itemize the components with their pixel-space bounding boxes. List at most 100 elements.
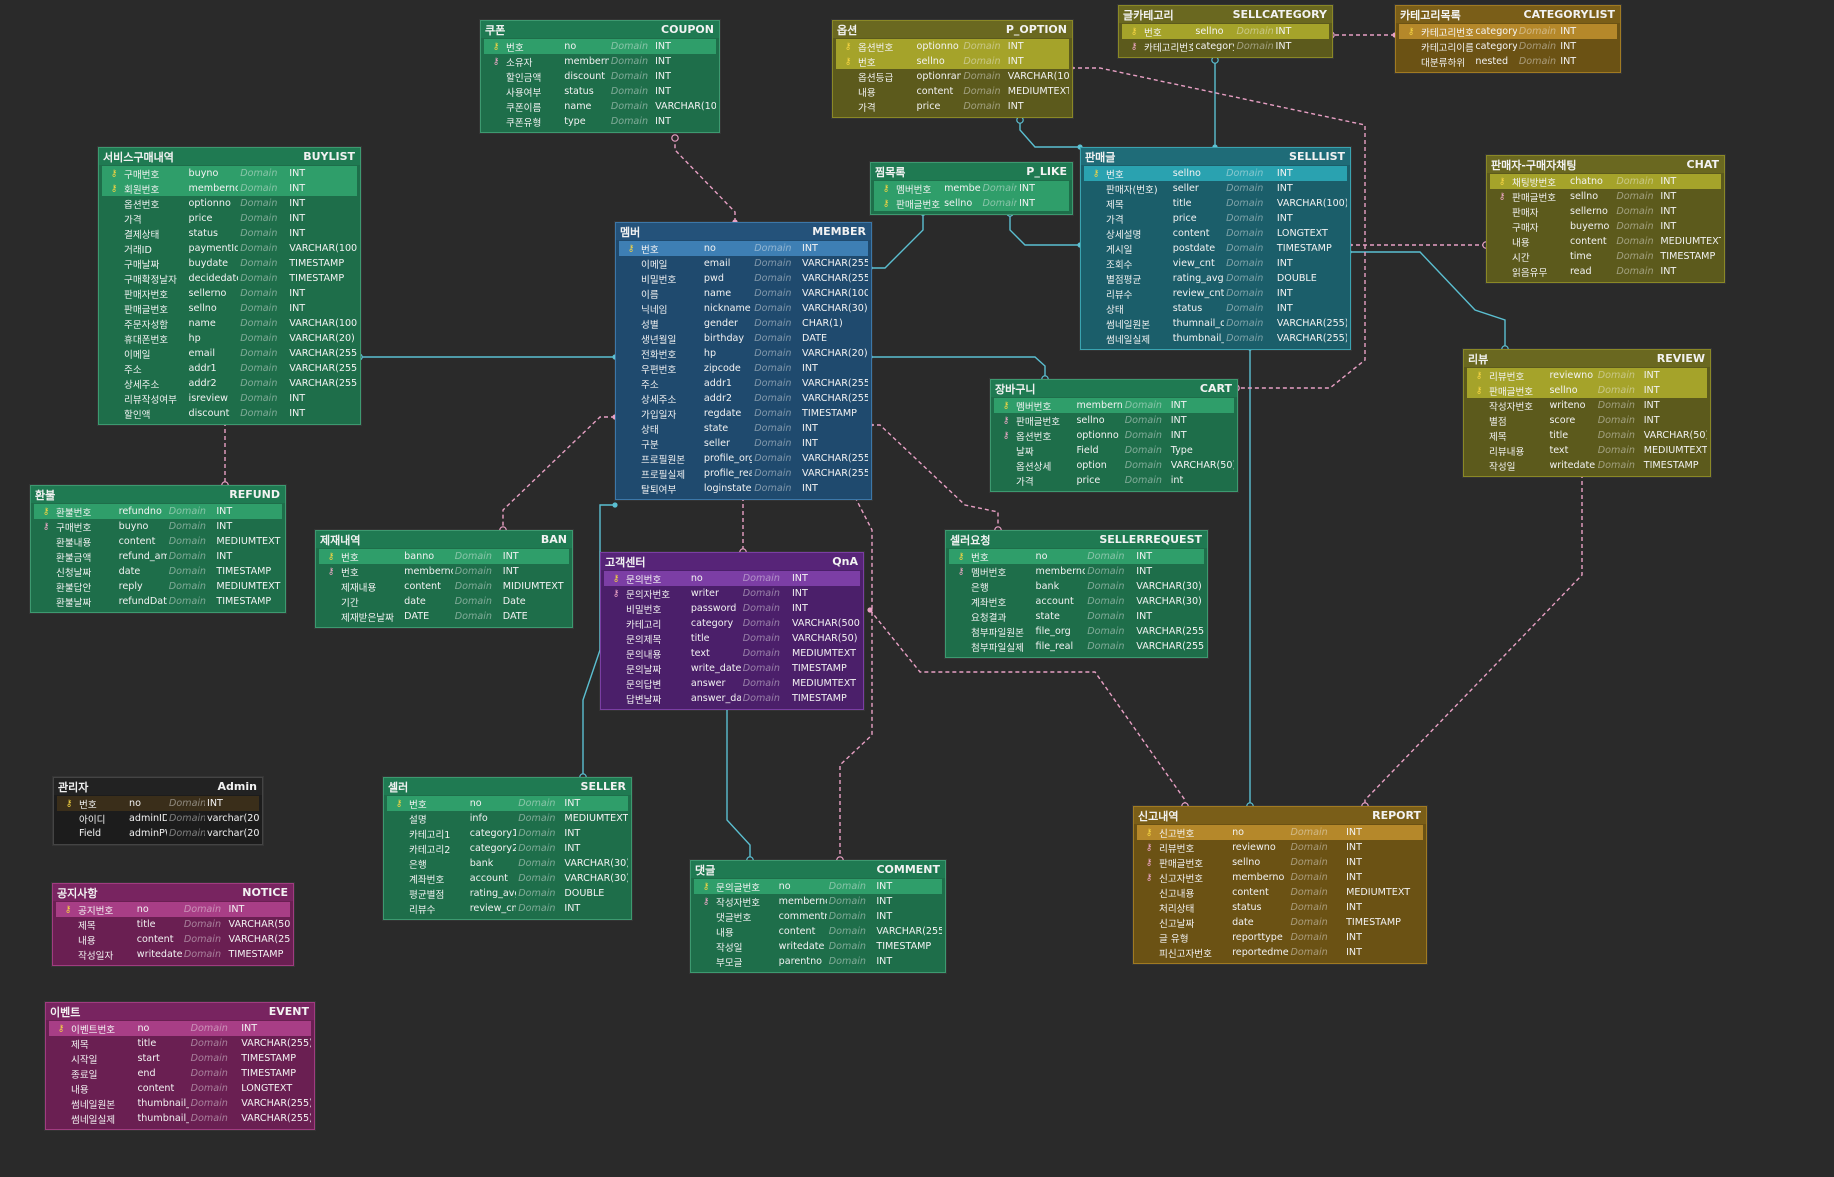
column-row[interactable]: 환불날짜refundDateDomainTIMESTAMP (34, 594, 282, 609)
column-row[interactable]: 옵션등급optionrankDomainVARCHAR(10) (836, 69, 1069, 84)
entity-cart[interactable]: 장바구니CART⚷멤버번호membernoDomainINT⚷판매글번호sell… (990, 379, 1238, 492)
entity-categorylist[interactable]: 카테고리목록CATEGORYLIST⚷카테고리번호categorynoDomai… (1395, 5, 1621, 73)
